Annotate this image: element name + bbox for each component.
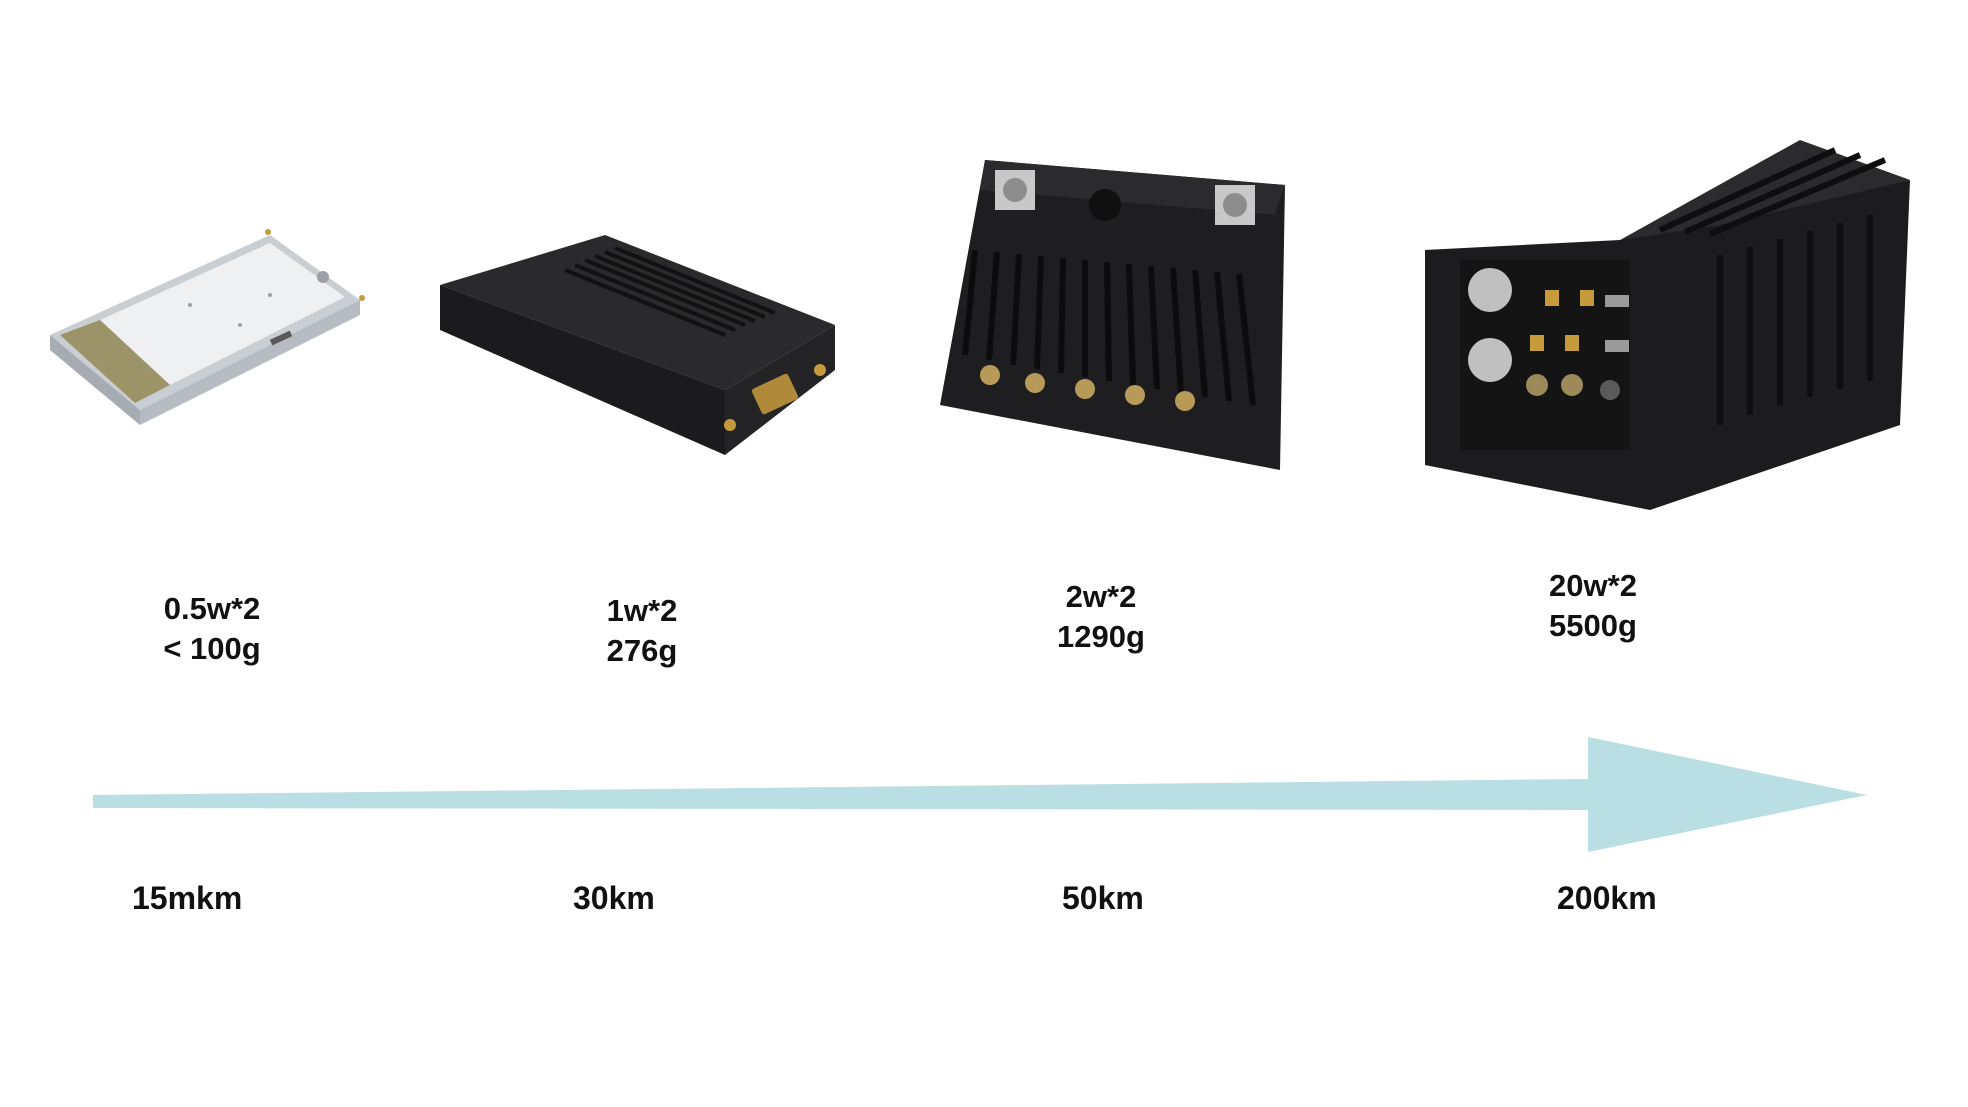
range-label-1: 15mkm (132, 880, 243, 916)
power-value: 20w*2 (1549, 568, 1637, 603)
ground-station-image (1425, 140, 1910, 510)
range-label-4: 200km (1557, 880, 1657, 916)
weight-value: 1290g (1057, 619, 1145, 654)
spec-label-3: 2w*2 1290g (971, 577, 1231, 657)
pcb-module-image (50, 229, 365, 425)
range-label-3: 50km (1062, 880, 1144, 916)
range-label-2: 30km (573, 880, 655, 916)
power-value: 2w*2 (1065, 579, 1137, 614)
weight-value: 276g (606, 633, 678, 668)
power-value: 1w*2 (606, 593, 678, 628)
weight-value: 5500g (1549, 608, 1637, 643)
spec-label-1: 0.5w*2 < 100g (82, 589, 342, 669)
weight-value: < 100g (163, 631, 261, 666)
range-arrow-shape (93, 737, 1867, 852)
spec-label-2: 1w*2 276g (512, 591, 772, 671)
spec-label-4: 20w*2 5500g (1463, 566, 1723, 646)
finned-radio-image (940, 160, 1285, 470)
compact-radio-image (440, 235, 835, 455)
power-value: 0.5w*2 (163, 591, 261, 626)
